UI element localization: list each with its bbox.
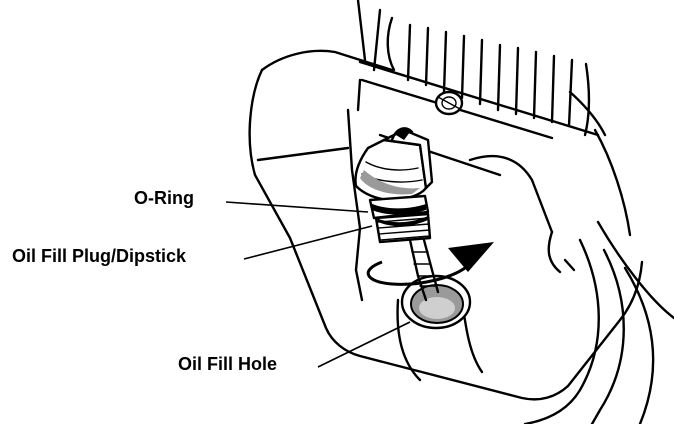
head-bolt (434, 90, 464, 116)
oil-fill-hole-leader (317, 321, 411, 368)
right-shroud (523, 220, 674, 424)
oil-fill-plug-leader (243, 225, 373, 260)
o-ring-label: O-Ring (134, 188, 194, 208)
cooling-fins (356, 0, 600, 140)
engine-housing (248, 49, 644, 401)
fill-recess (346, 108, 562, 302)
oil-fill-plug (354, 127, 434, 202)
oil-fill-plug-label: Oil Fill Plug/Dipstick (12, 246, 187, 266)
o-ring-leader (225, 201, 369, 213)
oil-fill-hole-label: Oil Fill Hole (178, 354, 278, 374)
leader-lines (225, 201, 411, 368)
rotation-arrow-icon (366, 242, 494, 286)
dipstick (408, 238, 440, 302)
o-ring-and-threads (368, 194, 432, 244)
